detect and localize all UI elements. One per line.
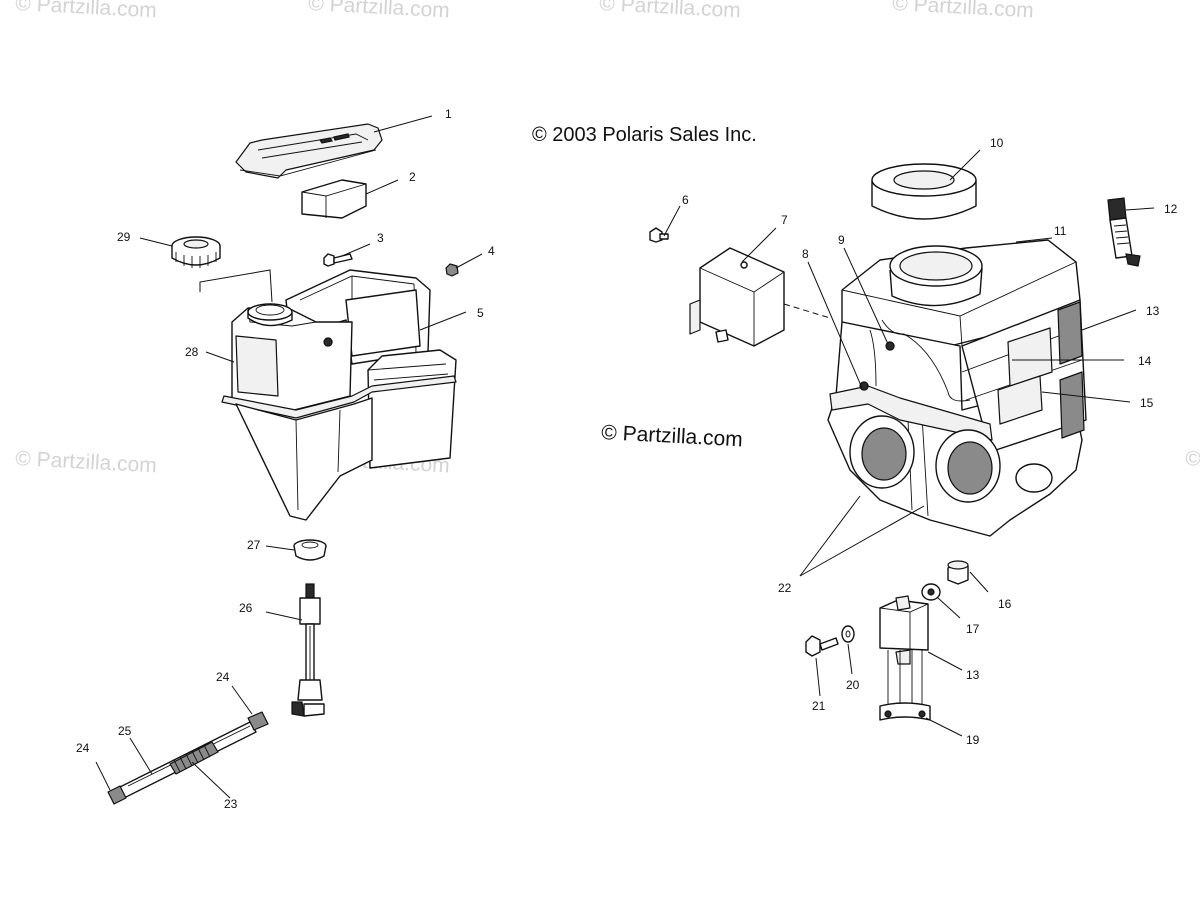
callout-4: 4: [488, 244, 495, 258]
part-1-cover: [235, 123, 383, 179]
callout-20: 20: [846, 678, 860, 692]
callout-23: 23: [224, 797, 238, 811]
callout-26: 26: [239, 601, 253, 615]
callout-8: 8: [802, 247, 809, 261]
copyright-notice: © 2003 Polaris Sales Inc.: [532, 124, 757, 146]
callout-7: 7: [781, 213, 788, 227]
callout-22: 22: [778, 581, 792, 595]
callout-2: 2: [409, 170, 416, 184]
callout-17: 17: [966, 622, 980, 636]
part-17-bushing: [921, 583, 941, 601]
callout-21: 21: [812, 699, 826, 713]
callout-28: 28: [185, 345, 199, 359]
callout-1: 1: [445, 107, 452, 121]
callout-11: 11: [1054, 224, 1067, 238]
callout-14: 14: [1138, 354, 1152, 368]
part-28-oil-tank: [221, 269, 457, 521]
dashed-guide-7: [783, 303, 831, 319]
part-10-foam-ring: [871, 163, 977, 220]
part-3-bolt: [323, 253, 353, 267]
callout-5: 5: [477, 306, 484, 320]
part-18-bracket: [879, 595, 929, 665]
leader-lines: [95, 115, 1155, 799]
callout-27: 27: [247, 538, 261, 552]
callout-13: 13: [1146, 304, 1160, 318]
part-26-level-sensor: [291, 583, 325, 717]
part-7-module: [689, 247, 785, 347]
callout-10: 10: [990, 136, 1004, 150]
callout-15: 15: [1140, 396, 1154, 410]
callout-25: 25: [118, 724, 132, 738]
callout-6: 6: [682, 193, 689, 207]
callout-29: 29: [117, 230, 131, 244]
part-24-clamp-left: [107, 785, 127, 805]
part-16-grommet: [947, 560, 969, 585]
part-airbox: [827, 239, 1087, 537]
part-6-screw: [649, 227, 669, 243]
callout-3: 3: [377, 231, 384, 245]
part-4-nut: [445, 263, 459, 277]
part-12-latch: [1107, 197, 1141, 267]
callout-13-lower: 13: [966, 668, 980, 682]
part-23-spring: [169, 741, 219, 775]
part-24-clamp-right: [247, 711, 269, 731]
callout-19: 19: [966, 733, 980, 747]
callout-16: 16: [998, 597, 1012, 611]
part-2-block: [301, 179, 367, 219]
callout-9: 9: [838, 233, 845, 247]
part-27-grommet: [293, 539, 327, 561]
part-29-filler-cap: [171, 236, 221, 268]
callout-12: 12: [1164, 202, 1178, 216]
part-20-washer: [841, 625, 855, 643]
callout-24-right: 24: [216, 670, 230, 684]
callout-24-left: 24: [76, 741, 90, 755]
part-21-bolt: [805, 635, 839, 657]
